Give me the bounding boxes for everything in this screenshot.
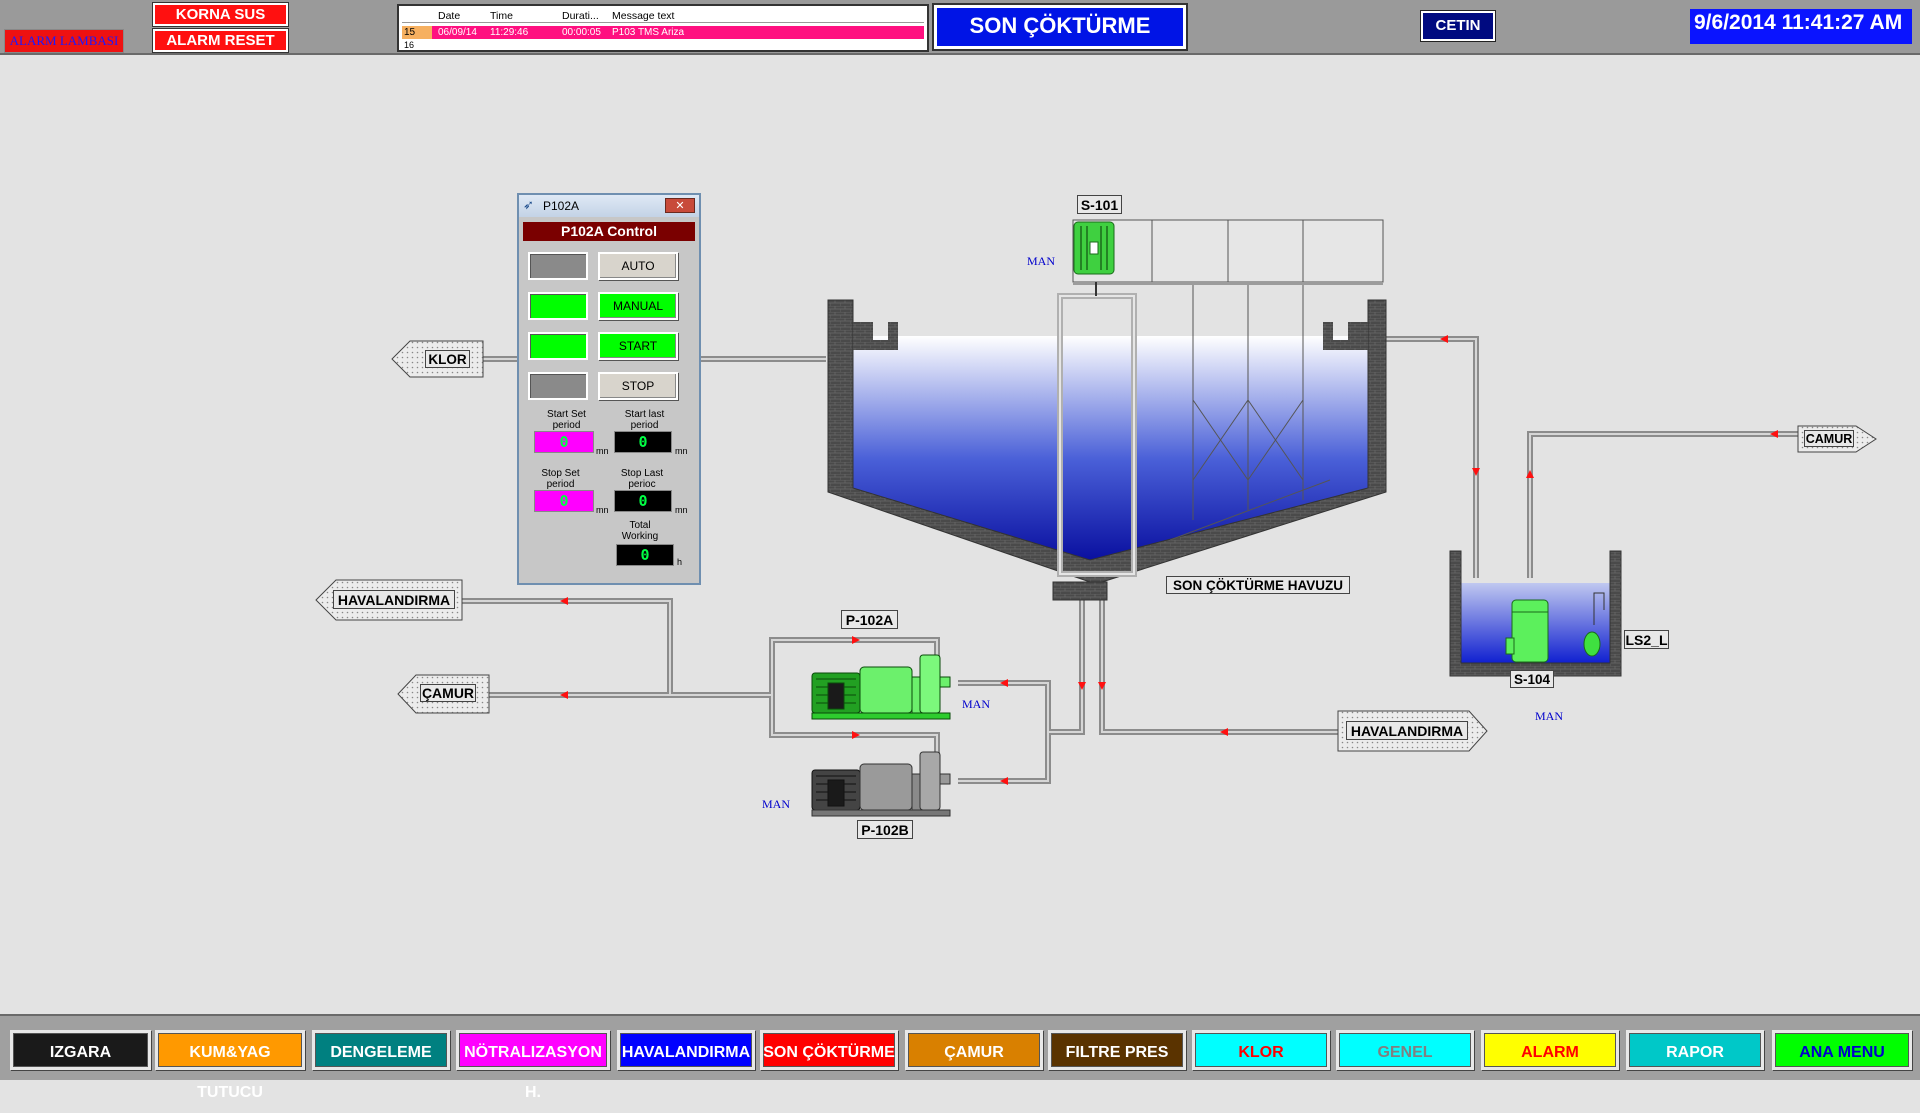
total-working-label: Total Working bbox=[621, 520, 659, 542]
nav-button-nötralizasyon-h[interactable]: NÖTRALIZASYON H. bbox=[456, 1030, 610, 1101]
nav-button-alarm[interactable]: ALARM bbox=[1481, 1030, 1619, 1070]
alarm-col-message: Message text bbox=[612, 10, 675, 22]
scraper-label: S-101 bbox=[1077, 195, 1122, 214]
pump-b-mode: MAN bbox=[762, 797, 791, 811]
nav-button-filtre-pres[interactable]: FILTRE PRES bbox=[1048, 1030, 1186, 1070]
close-icon[interactable]: ✕ bbox=[665, 198, 695, 213]
level-switch-label: LS2_L bbox=[1624, 630, 1669, 649]
alarm-lamp: ALARM LAMBASI bbox=[4, 29, 124, 53]
scraper-mode: MAN bbox=[1027, 254, 1056, 268]
process-diagram bbox=[315, 219, 1877, 817]
klor-link[interactable]: KLOR bbox=[425, 350, 470, 368]
unit-label: mn bbox=[596, 446, 609, 456]
alarm-list-header: Date Time Durati... Message text bbox=[402, 10, 924, 23]
nav-button-genel[interactable]: GENEL bbox=[1336, 1030, 1474, 1070]
total-working-display: 0 bbox=[616, 544, 674, 566]
sludge-pump-mode: MAN bbox=[1535, 709, 1564, 723]
alarm-row-date: 06/09/14 bbox=[438, 27, 477, 38]
pump-b-label: P-102B bbox=[857, 820, 913, 839]
camur-link-left[interactable]: ÇAMUR bbox=[420, 684, 476, 702]
user-name[interactable]: CETIN bbox=[1421, 11, 1495, 41]
nav-button-dengeleme[interactable]: DENGELEME bbox=[312, 1030, 450, 1070]
stop-indicator bbox=[528, 372, 588, 400]
pump-a-mode: MAN bbox=[962, 697, 991, 711]
nav-button-ana-menu[interactable]: ANA MENU bbox=[1772, 1030, 1912, 1070]
window-title: P102A bbox=[543, 199, 580, 213]
auto-button[interactable]: AUTO bbox=[598, 252, 678, 280]
clarifier-tank bbox=[827, 219, 1387, 601]
unit-label: h bbox=[677, 557, 683, 567]
manual-button[interactable]: MANUAL bbox=[598, 292, 678, 320]
alarm-col-date: Date bbox=[438, 10, 461, 22]
nav-button-son-çöktürme[interactable]: SON ÇÖKTÜRME bbox=[760, 1030, 898, 1070]
nav-button-klor[interactable]: KLOR bbox=[1192, 1030, 1330, 1070]
unit-label: mn bbox=[675, 446, 688, 456]
datetime-display: 9/6/2014 11:41:27 AM bbox=[1690, 9, 1912, 44]
alarm-row-time: 11:29:46 bbox=[490, 27, 529, 38]
start-indicator bbox=[528, 332, 588, 360]
pump-a bbox=[811, 654, 951, 720]
p102a-control-window[interactable]: ➶ P102A ✕ P102A Control AUTO MANUAL STAR… bbox=[517, 193, 701, 585]
popup-header: P102A Control bbox=[523, 222, 695, 241]
manual-indicator bbox=[528, 292, 588, 320]
screen-title: SON ÇÖKTÜRME bbox=[934, 5, 1186, 49]
nav-button-havalandirma[interactable]: HAVALANDIRMA bbox=[617, 1030, 755, 1070]
horn-mute-button[interactable]: KORNA SUS bbox=[153, 3, 288, 26]
flow-arrows bbox=[560, 335, 1778, 785]
start-button[interactable]: START bbox=[598, 332, 678, 360]
havalandirma-link-left[interactable]: HAVALANDIRMA bbox=[333, 590, 455, 609]
alarm-row-no: 15 bbox=[402, 26, 432, 39]
scraper-motor bbox=[1073, 221, 1115, 275]
nav-button-kum-yag-tutucu[interactable]: KUM&YAG TUTUCU bbox=[155, 1030, 305, 1101]
alarm-row[interactable]: 15 06/09/14 11:29:46 00:00:05 P103 TMS A… bbox=[402, 26, 924, 39]
pump-a-label: P-102A bbox=[841, 610, 898, 629]
stop-last-period-label: Stop Last perioc bbox=[620, 468, 664, 490]
alarm-row-no: 16 bbox=[404, 41, 415, 48]
sludge-pump bbox=[1505, 599, 1549, 663]
alarm-col-duration: Durati... bbox=[562, 10, 599, 22]
stop-set-period-label: Stop Set period bbox=[541, 468, 580, 490]
alarm-row[interactable]: 16 bbox=[402, 41, 924, 48]
havalandirma-link-right[interactable]: HAVALANDIRMA bbox=[1346, 721, 1468, 740]
window-icon: ➶ bbox=[523, 197, 534, 212]
stop-last-period-display: 0 bbox=[614, 490, 672, 512]
pump-b bbox=[811, 751, 951, 817]
alarm-list[interactable]: Date Time Durati... Message text 15 06/0… bbox=[397, 4, 929, 52]
stop-button[interactable]: STOP bbox=[598, 372, 678, 400]
alarm-row-duration: 00:00:05 bbox=[562, 27, 601, 38]
window-titlebar[interactable]: ➶ P102A ✕ bbox=[519, 195, 699, 217]
tank-label: SON ÇÖKTÜRME HAVUZU bbox=[1166, 576, 1350, 594]
auto-indicator bbox=[528, 252, 588, 280]
nav-button-izgara[interactable]: IZGARA bbox=[10, 1030, 151, 1070]
alarm-reset-button[interactable]: ALARM RESET bbox=[153, 29, 288, 52]
sludge-pump-label: S-104 bbox=[1510, 670, 1554, 688]
nav-button-rapor[interactable]: RAPOR bbox=[1626, 1030, 1764, 1070]
start-last-period-display: 0 bbox=[614, 431, 672, 453]
start-last-period-label: Start last period bbox=[624, 409, 665, 431]
nav-button-çamur[interactable]: ÇAMUR bbox=[905, 1030, 1043, 1070]
alarm-row-message: P103 TMS Ariza bbox=[612, 27, 685, 38]
unit-label: mn bbox=[675, 505, 688, 515]
unit-label: mn bbox=[596, 505, 609, 515]
alarm-col-time: Time bbox=[490, 10, 513, 22]
stop-set-period-input[interactable]: 0 bbox=[534, 490, 594, 512]
camur-link-right[interactable]: CAMUR bbox=[1804, 430, 1854, 447]
start-set-period-label: Start Set period bbox=[547, 409, 586, 431]
start-set-period-input[interactable]: 0 bbox=[534, 431, 594, 453]
